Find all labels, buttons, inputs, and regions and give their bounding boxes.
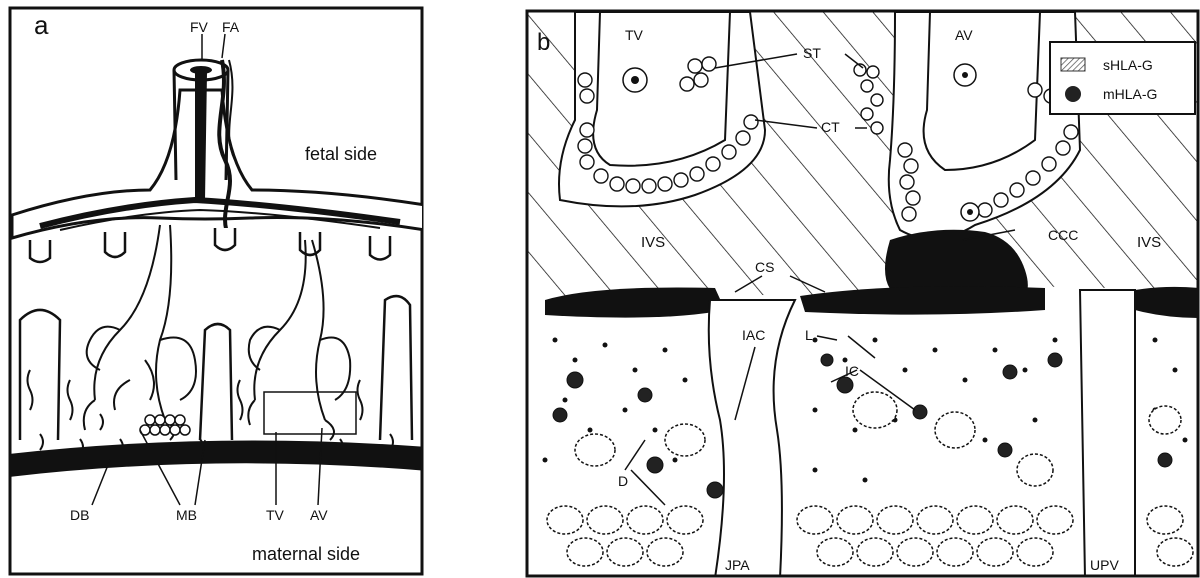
label-ct: CT: [821, 119, 840, 135]
legend: sHLA-G mHLA-G: [1050, 42, 1195, 114]
placental-septa: [20, 296, 412, 440]
detail-box: [264, 392, 356, 434]
legend-shla-g-label: sHLA-G: [1103, 57, 1153, 73]
anchoring-villus-cluster: [140, 415, 190, 435]
panel-a: a FV FA fetal side maternal side DB MB T…: [0, 0, 440, 578]
panel-b-diagram: sHLA-G mHLA-G b TV AV ST CT IVS IVS CCC …: [515, 0, 1200, 578]
label-jpa: JPA: [725, 557, 750, 573]
panel-a-letter: a: [34, 10, 49, 40]
panel-b: sHLA-G mHLA-G b TV AV ST CT IVS IVS CCC …: [515, 0, 1200, 578]
label-mb: MB: [176, 507, 197, 523]
label-av: AV: [310, 507, 328, 523]
label-maternal-side: maternal side: [252, 544, 360, 564]
legend-mhla-g-label: mHLA-G: [1103, 86, 1157, 102]
villous-tree-left: [84, 225, 196, 440]
fetal-vein: [195, 72, 207, 200]
panel-b-letter: b: [537, 29, 550, 56]
label-d: D: [618, 473, 628, 489]
label-fa: FA: [222, 19, 240, 35]
legend-box: [1050, 42, 1195, 114]
label-ic: IC: [845, 363, 859, 379]
label-cs: CS: [755, 259, 774, 275]
legend-shla-g-swatch: [1061, 58, 1085, 71]
label-iac: IAC: [742, 327, 765, 343]
label-tv: TV: [266, 507, 285, 523]
stem-villi-stubs: [30, 228, 390, 262]
panel-a-diagram: a FV FA fetal side maternal side DB MB T…: [0, 0, 440, 578]
legend-mhla-g-swatch: [1065, 86, 1081, 102]
label-ivs-left: IVS: [641, 234, 665, 251]
label-db: DB: [70, 507, 89, 523]
label-av: AV: [955, 27, 973, 43]
label-l: L: [805, 327, 813, 343]
label-upv: UPV: [1090, 557, 1119, 573]
label-ivs-right: IVS: [1137, 234, 1161, 251]
basal-plate: [0, 440, 440, 478]
label-ccc: CCC: [1048, 227, 1078, 243]
uteroplacental-vein-upv: [1080, 290, 1135, 578]
label-fetal-side: fetal side: [305, 144, 377, 164]
label-tv: TV: [625, 27, 644, 43]
label-st: ST: [803, 45, 821, 61]
label-fv: FV: [190, 19, 209, 35]
